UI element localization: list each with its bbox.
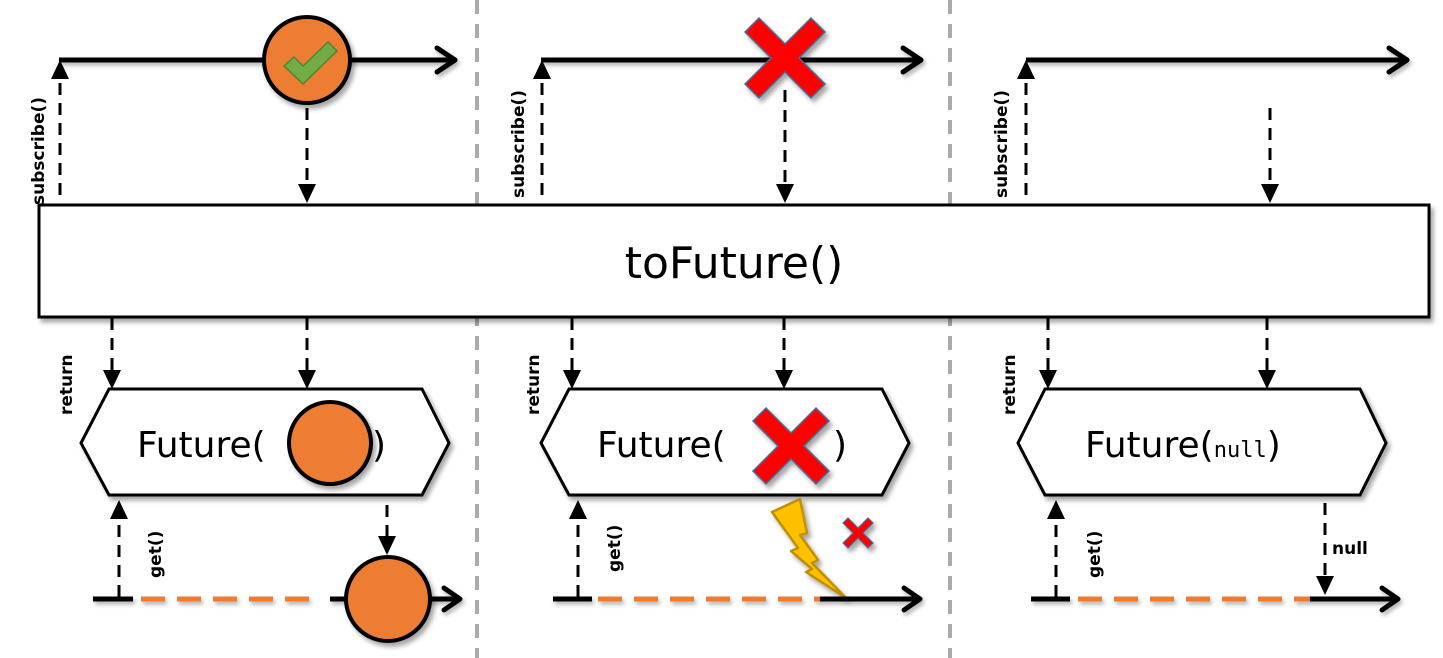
panel-empty: subscribe() return Future(null) get() nu… [992, 16, 1410, 613]
return-label: return [57, 354, 77, 415]
subscribe-label: subscribe() [509, 90, 529, 198]
caller-timeline [1031, 585, 1401, 613]
get-label: get() [1085, 531, 1105, 578]
source-timeline [1026, 45, 1410, 75]
future-label: Future( [137, 425, 266, 466]
panel-success: subscribe() return Future( ) get() [29, 15, 463, 643]
arrowhead-up [110, 500, 128, 519]
check-icon [282, 40, 339, 86]
source-timeline [59, 45, 458, 75]
future-close-paren: ) [372, 425, 386, 466]
arrowhead-down [378, 536, 396, 555]
operator-box [37, 203, 1431, 319]
result-item [344, 555, 432, 643]
future-prefix: Future( [1085, 425, 1214, 466]
subscribe-label: subscribe() [29, 97, 49, 205]
arrowhead-down [298, 184, 316, 203]
get-label: get() [146, 531, 166, 578]
caller-timeline [553, 585, 923, 613]
emitted-item [262, 15, 352, 105]
arrowhead-up [533, 60, 551, 79]
future-null-text: null [1214, 438, 1267, 463]
return-label: return [524, 354, 544, 415]
arrowhead-down [1039, 370, 1057, 389]
future-item [287, 400, 373, 486]
arrowhead-up [569, 500, 587, 519]
arrowhead-down [775, 370, 793, 389]
arrowhead-down [298, 370, 316, 389]
error-icon-small [842, 517, 874, 549]
future-label: Future(null) [1085, 425, 1281, 466]
future-box [1016, 387, 1388, 497]
arrowhead-down [563, 370, 581, 389]
arrowhead-down [1316, 576, 1334, 595]
arrowhead-down [1258, 370, 1276, 389]
get-label: get() [605, 525, 625, 572]
arrowhead-down [776, 184, 794, 203]
operator-label: toFuture() [625, 238, 844, 289]
error-icon [743, 16, 827, 100]
future-close-paren: ) [1267, 425, 1281, 466]
lightning-icon [770, 497, 848, 600]
arrowhead-down [103, 370, 121, 389]
arrowhead-up [1047, 500, 1065, 519]
error-icon [751, 406, 831, 486]
arrowhead-up [1017, 60, 1035, 79]
return-label: return [1000, 354, 1020, 415]
null-result-label: null [1332, 539, 1368, 559]
source-timeline [541, 45, 924, 75]
future-close-paren: ) [833, 425, 847, 466]
panel-error: subscribe() return Future( ) get() [509, 16, 924, 613]
subscribe-label: subscribe() [992, 90, 1012, 198]
arrowhead-down [1261, 184, 1279, 203]
future-label: Future( [597, 425, 726, 466]
arrowhead-up [51, 60, 69, 79]
